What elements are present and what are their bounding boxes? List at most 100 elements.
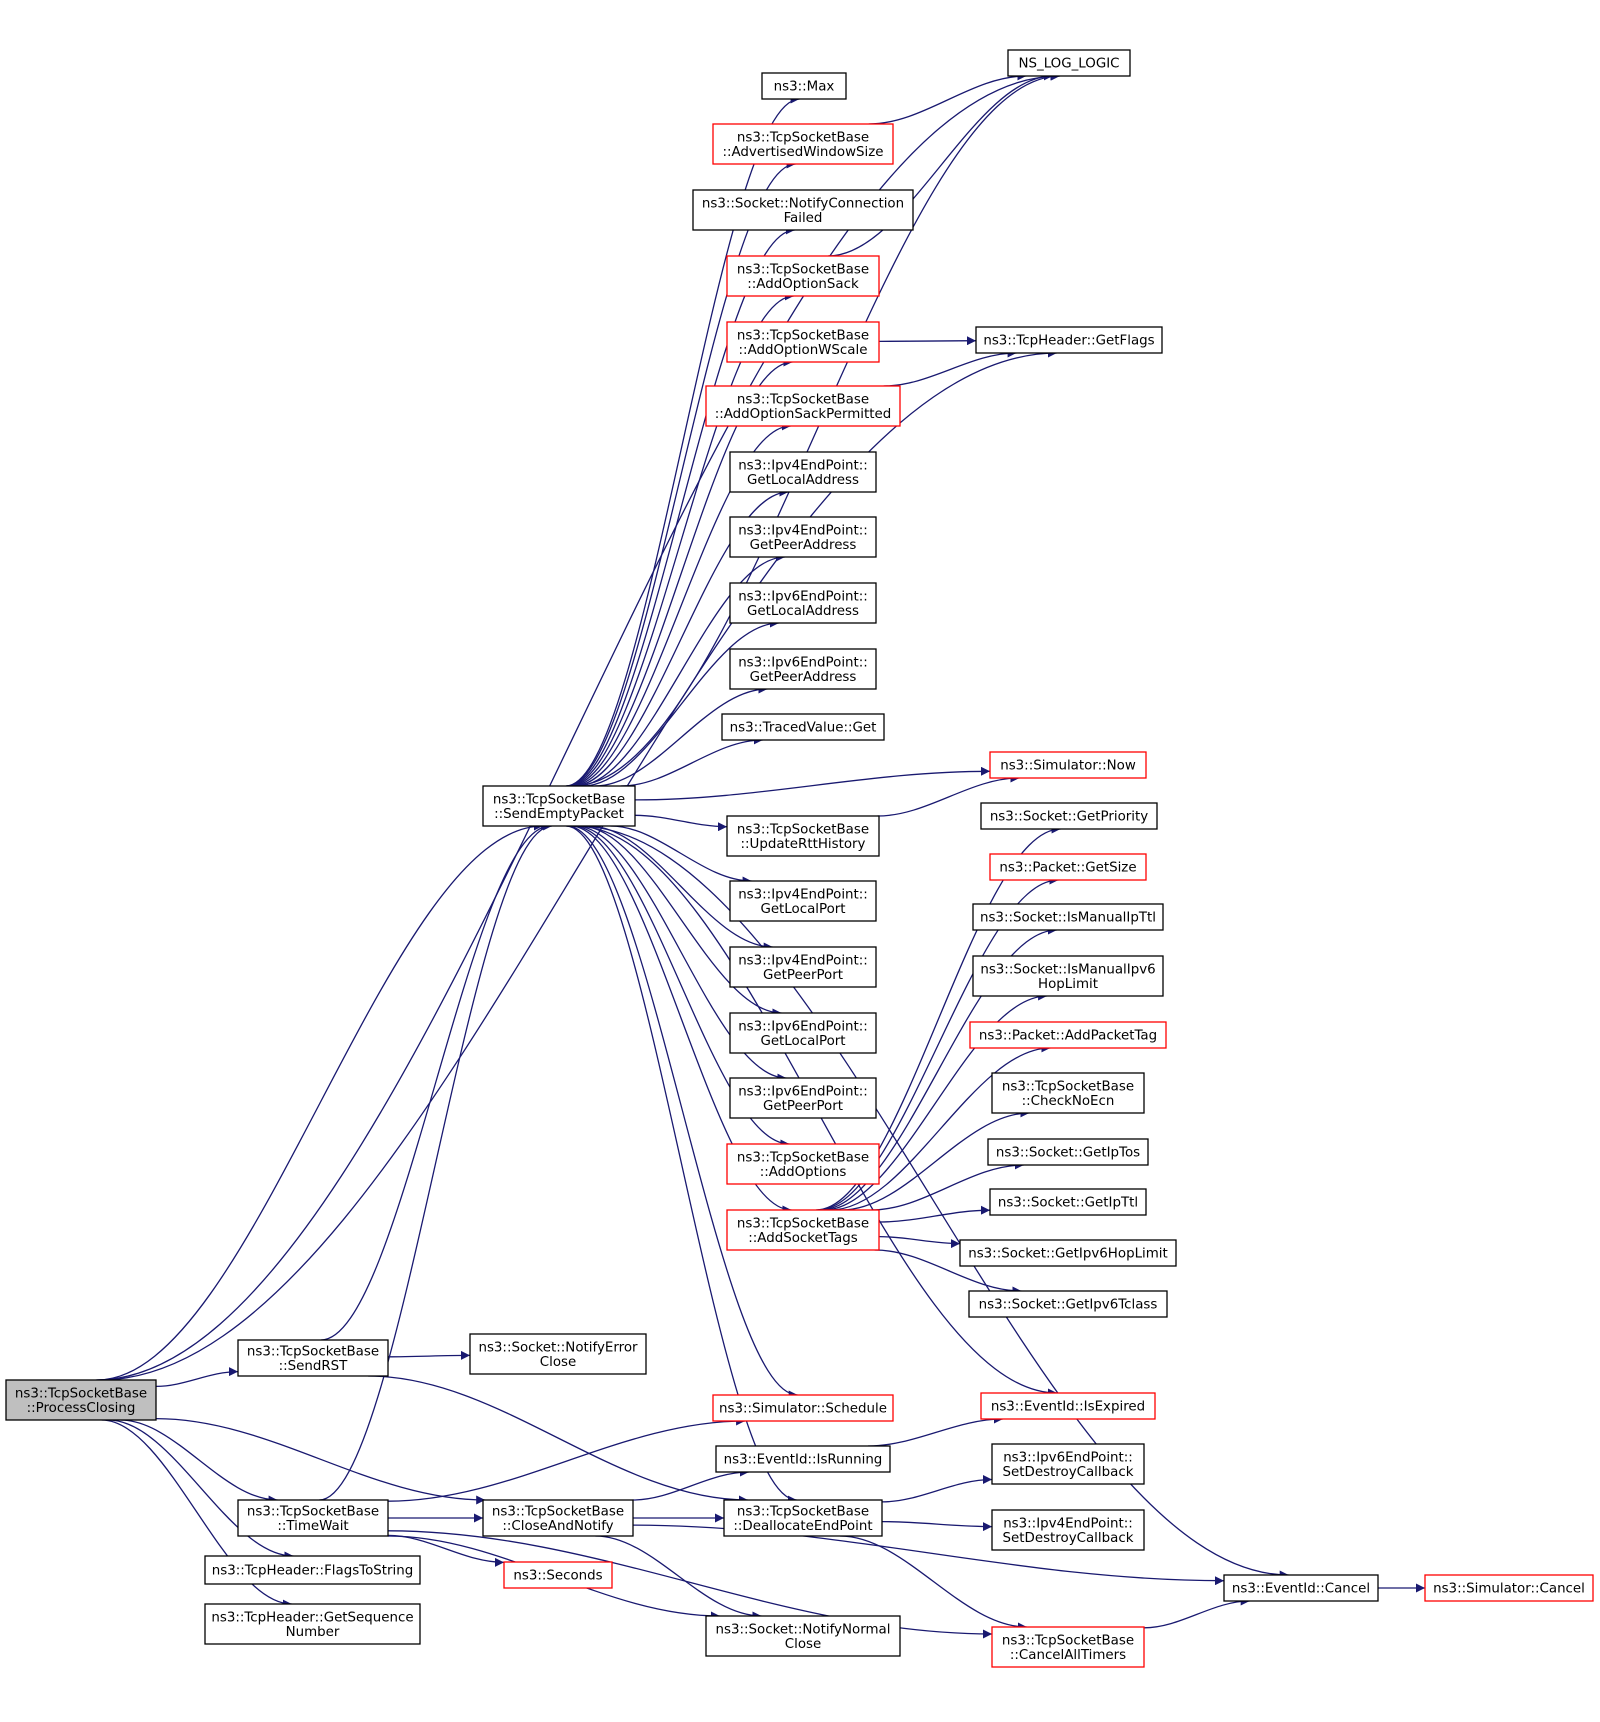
node-label-line: ::ProcessClosing [27, 1401, 136, 1416]
edge-root-to-nsLogLogic [95, 71, 1060, 1381]
node-label-line: GetPeerAddress [750, 670, 857, 685]
function-node-sendEmpty[interactable]: ns3::TcpSocketBase::SendEmptyPacket [482, 785, 636, 827]
function-node-isRunning[interactable]: ns3::EventId::IsRunning [715, 1445, 891, 1473]
function-node-simCancel[interactable]: ns3::Simulator::Cancel [1424, 1574, 1594, 1602]
function-node-root[interactable]: ns3::TcpSocketBase::ProcessClosing [5, 1379, 157, 1421]
node-box [969, 1021, 1167, 1049]
node-label-line: ::AddOptions [760, 1165, 847, 1180]
edge-sendEmpty-to-ipv4GetPeerAddress [577, 552, 785, 787]
node-box [726, 255, 880, 297]
edge-closeAndNotify-to-notifyNormalClose [595, 1535, 762, 1621]
node-label-line: ::DeallocateEndPoint [733, 1519, 872, 1534]
edge-sendEmpty-to-ipv6GetPeerAddress [594, 684, 768, 787]
function-node-getIpTtl[interactable]: ns3::Socket::GetIpTtl [989, 1188, 1147, 1216]
function-node-addOptionSack[interactable]: ns3::TcpSocketBase::AddOptionSack [726, 255, 880, 297]
function-node-ipv4SetDestroy[interactable]: ns3::Ipv4EndPoint::SetDestroyCallback [991, 1509, 1145, 1551]
function-node-closeAndNotify[interactable]: ns3::TcpSocketBase::CloseAndNotify [482, 1499, 634, 1537]
edge-sendEmpty-to-ipv6GetPeerPort [575, 825, 787, 1083]
function-node-checkNoEcn[interactable]: ns3::TcpSocketBase::CheckNoEcn [991, 1072, 1145, 1114]
node-label-line: ::AddOptionSackPermitted [715, 407, 892, 422]
node-box [980, 802, 1158, 830]
function-node-addSocketTags[interactable]: ns3::TcpSocketBase::AddSocketTags [726, 1209, 880, 1251]
node-box [729, 1077, 877, 1119]
function-node-addOptionWScale[interactable]: ns3::TcpSocketBase::AddOptionWScale [726, 321, 880, 363]
function-node-eventCancel[interactable]: ns3::EventId::Cancel [1223, 1574, 1379, 1602]
function-node-ipv4GetLocalPort[interactable]: ns3::Ipv4EndPoint::GetLocalPort [729, 880, 877, 922]
node-box [989, 751, 1147, 779]
node-box [729, 648, 877, 690]
node-label-line: ns3::Socket::IsManualIpv6 [980, 962, 1155, 977]
function-node-addOptions[interactable]: ns3::TcpSocketBase::AddOptions [726, 1143, 880, 1185]
edge-addSocketTags-to-isManualIpv6Hop [823, 991, 1048, 1211]
function-node-addOptionSackPerm[interactable]: ns3::TcpSocketBase::AddOptionSackPermitt… [705, 385, 901, 427]
function-node-tracedGet[interactable]: ns3::TracedValue::Get [721, 713, 885, 741]
function-node-getIpv6HopLimit[interactable]: ns3::Socket::GetIpv6HopLimit [959, 1239, 1177, 1267]
function-node-flagsToString[interactable]: ns3::TcpHeader::FlagsToString [204, 1555, 421, 1585]
function-node-advWin[interactable]: ns3::TcpSocketBase::AdvertisedWindowSize [712, 123, 894, 165]
node-box [991, 1443, 1145, 1485]
function-node-seconds[interactable]: ns3::Seconds [503, 1561, 613, 1589]
function-node-ipv4GetPeerPort[interactable]: ns3::Ipv4EndPoint::GetPeerPort [729, 946, 877, 988]
function-node-deallocate[interactable]: ns3::TcpSocketBase::DeallocateEndPoint [723, 1499, 883, 1537]
function-node-ipv6GetPeerPort[interactable]: ns3::Ipv6EndPoint::GetPeerPort [729, 1077, 877, 1119]
function-node-schedule[interactable]: ns3::Simulator::Schedule [712, 1394, 894, 1422]
edge-root-to-getSeq [101, 1419, 292, 1609]
node-label-line: Number [286, 1625, 340, 1640]
edge-deallocate-to-ipv6SetDestroy [881, 1475, 993, 1503]
function-node-updateRtt[interactable]: ns3::TcpSocketBase::UpdateRttHistory [726, 815, 880, 857]
edge-sendEmpty-to-addSocketTags [570, 825, 792, 1215]
node-box [1223, 1574, 1379, 1602]
node-label-line: ::TimeWait [277, 1519, 348, 1534]
function-node-ipv4GetPeerAddress[interactable]: ns3::Ipv4EndPoint::GetPeerAddress [729, 516, 877, 558]
node-label-line: Failed [784, 211, 823, 226]
function-node-ipv6GetPeerAddress[interactable]: ns3::Ipv6EndPoint::GetPeerAddress [729, 648, 877, 690]
edge-sendRST-to-deallocate [368, 1375, 748, 1505]
edge-timeWait-to-cancelAllTimers [387, 1530, 993, 1639]
function-node-ipv4GetLocalAddress[interactable]: ns3::Ipv4EndPoint::GetLocalAddress [729, 451, 877, 493]
node-label-line: GetLocalPort [760, 902, 845, 917]
node-box [761, 72, 847, 100]
node-box [975, 326, 1163, 354]
edge-sendEmpty-to-notifyConnFailed [567, 225, 795, 787]
function-node-getIpTos[interactable]: ns3::Socket::GetIpTos [987, 1138, 1149, 1166]
function-node-getFlags[interactable]: ns3::TcpHeader::GetFlags [975, 326, 1163, 354]
edge-addOptionSackPerm-to-getFlags [883, 348, 1017, 387]
node-label-line: ns3::TcpSocketBase [247, 1504, 379, 1519]
function-node-simNow[interactable]: ns3::Simulator::Now [989, 751, 1147, 779]
function-node-getIpv6Tclass[interactable]: ns3::Socket::GetIpv6Tclass [968, 1290, 1168, 1318]
node-label-line: ns3::Socket::NotifyError [478, 1340, 638, 1355]
node-box [991, 1626, 1145, 1668]
function-node-max[interactable]: ns3::Max [761, 72, 847, 100]
node-box [729, 946, 877, 988]
node-box [237, 1339, 389, 1377]
node-label-line: ns3::Ipv6EndPoint:: [738, 655, 868, 670]
node-box [503, 1561, 613, 1589]
function-node-sendRST[interactable]: ns3::TcpSocketBase::SendRST [237, 1339, 389, 1377]
function-node-ipv6SetDestroy[interactable]: ns3::Ipv6EndPoint::SetDestroyCallback [991, 1443, 1145, 1485]
function-node-cancelAllTimers[interactable]: ns3::TcpSocketBase::CancelAllTimers [991, 1626, 1145, 1668]
function-node-addPacketTag[interactable]: ns3::Packet::AddPacketTag [969, 1021, 1167, 1049]
node-box [989, 853, 1147, 881]
function-node-getPriority[interactable]: ns3::Socket::GetPriority [980, 802, 1158, 830]
function-node-isExpired[interactable]: ns3::EventId::IsExpired [980, 1392, 1156, 1420]
edge-sendEmpty-to-addOptionWScale [569, 357, 793, 787]
function-node-isManualIpTtl[interactable]: ns3::Socket::IsManualIpTtl [972, 903, 1164, 931]
function-node-nsLogLogic[interactable]: NS_LOG_LOGIC [1007, 49, 1131, 77]
function-node-ipv6GetLocalAddress[interactable]: ns3::Ipv6EndPoint::GetLocalAddress [729, 582, 877, 624]
node-box [705, 385, 901, 427]
node-label-line: ns3::Seconds [513, 1569, 602, 1584]
function-node-ipv6GetLocalPort[interactable]: ns3::Ipv6EndPoint::GetLocalPort [729, 1012, 877, 1054]
edge-addSocketTags-to-checkNoEcn [841, 1108, 1030, 1211]
function-node-packetGetSize[interactable]: ns3::Packet::GetSize [989, 853, 1147, 881]
function-node-timeWait[interactable]: ns3::TcpSocketBase::TimeWait [237, 1499, 389, 1537]
edge-closeAndNotify-to-isRunning [632, 1467, 750, 1501]
node-label-line: ns3::TcpSocketBase [1002, 1633, 1134, 1648]
edge-root-to-timeWait [120, 1419, 278, 1505]
edge-deallocate-to-ipv4SetDestroy [881, 1520, 993, 1532]
